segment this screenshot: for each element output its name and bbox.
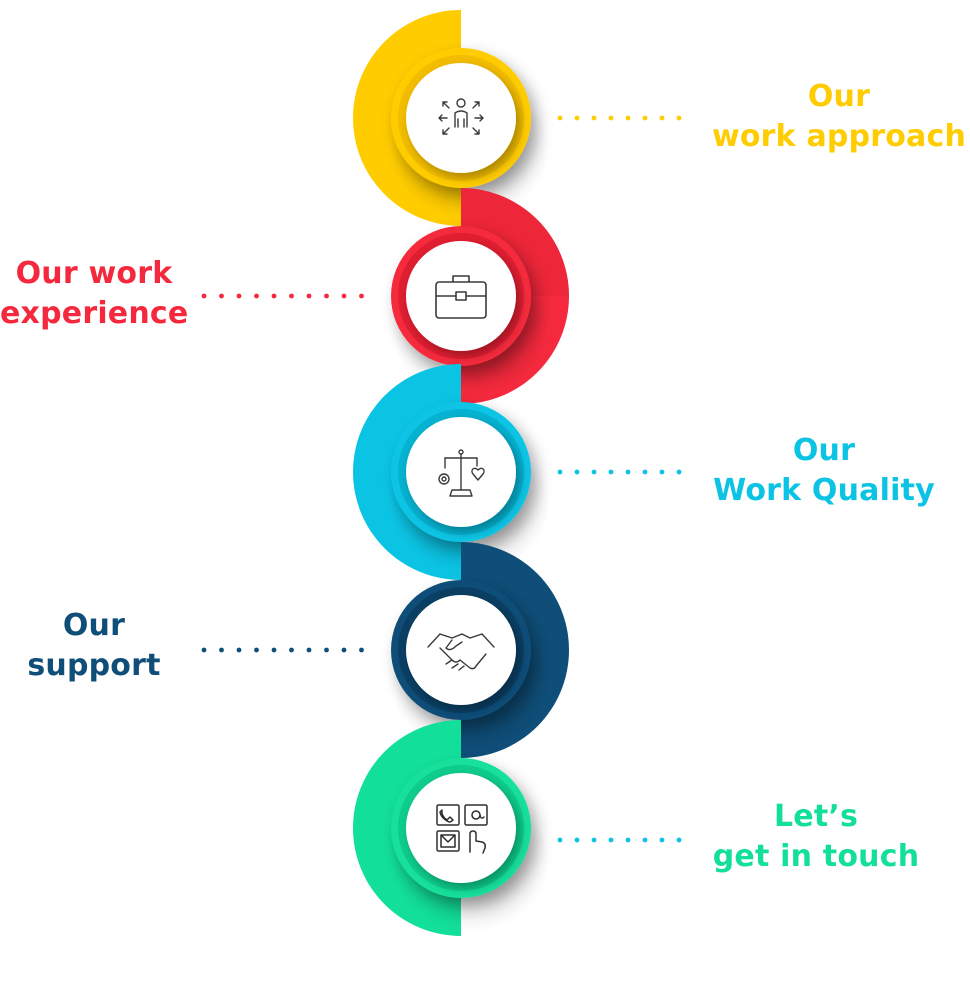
handshake-icon	[427, 633, 495, 671]
connector-dot	[359, 647, 364, 653]
step-3-label-line-1: Our	[792, 433, 856, 468]
person-arrows-icon	[438, 98, 484, 135]
connector-dot	[236, 647, 242, 653]
connector-dot	[608, 469, 614, 475]
connector-dot	[574, 115, 580, 121]
step-4-label-line-2: support	[27, 648, 161, 683]
connector-1	[557, 115, 682, 121]
step-4-label: Our support	[20, 606, 168, 686]
step-4	[390, 542, 569, 758]
connector-dot	[289, 293, 294, 299]
briefcase-icon	[435, 275, 487, 319]
connector-dot	[574, 469, 580, 475]
step-2-label-line-1: Our work	[15, 256, 173, 291]
step-3	[353, 364, 550, 580]
connector-dot	[642, 115, 648, 121]
connector-dot	[659, 837, 665, 843]
connector-dot	[574, 837, 580, 843]
step-5-label-line-2: get in touch	[712, 839, 920, 874]
step-3-label-line-2: Work Quality	[713, 473, 935, 508]
connector-dot	[306, 647, 312, 653]
step-4-label-line-1: Our	[62, 608, 126, 643]
connector-dot	[676, 837, 682, 843]
connector-dot	[341, 647, 347, 653]
step-2	[390, 188, 569, 404]
connector-3	[557, 469, 682, 475]
connector-dot	[324, 293, 329, 299]
connector-dot	[625, 837, 631, 843]
connector-dot	[625, 469, 631, 475]
connector-dot	[625, 115, 631, 121]
connector-dot	[271, 293, 277, 299]
step-5-label-line-1: Let’s	[773, 799, 859, 834]
connector-dot	[201, 293, 207, 299]
connector-dot	[289, 647, 294, 653]
connector-5	[557, 837, 682, 843]
connector-4	[201, 647, 364, 653]
connector-dot	[642, 469, 648, 475]
connector-dot	[306, 293, 312, 299]
connector-dot	[591, 115, 597, 121]
connector-dot	[324, 647, 329, 653]
balance-scale-icon	[438, 449, 485, 497]
step-5-label: Let’s get in touch	[706, 797, 926, 877]
step-2-inner-circle	[406, 241, 516, 351]
step-2-label-line-2: experience	[0, 296, 189, 331]
connector-dot	[359, 293, 364, 299]
step-1-label: Our work approach	[710, 77, 968, 157]
step-5	[353, 720, 550, 936]
connector-dot	[201, 647, 207, 653]
connector-dot	[676, 115, 682, 121]
step-1-label-line-2: work approach	[711, 119, 967, 154]
step-1-label-line-1: Our	[807, 79, 871, 114]
connector-dot	[591, 837, 597, 843]
connector-dot	[341, 293, 347, 299]
connector-dot	[271, 647, 277, 653]
step-1-inner-circle	[406, 63, 516, 173]
connector-dot	[591, 469, 597, 475]
connector-dot	[236, 293, 242, 299]
connector-dot	[642, 837, 648, 843]
connector-dot	[659, 115, 665, 121]
step-3-label: Our Work Quality	[706, 431, 942, 511]
connector-dot	[254, 293, 259, 299]
connector-dot	[219, 647, 224, 653]
connector-dot	[557, 469, 563, 475]
connector-dot	[254, 647, 259, 653]
connector-dot	[676, 469, 682, 475]
step-1	[353, 10, 550, 226]
step-2-label: Our work experience	[0, 254, 188, 334]
step-5-inner-circle	[406, 773, 516, 883]
connector-dot	[608, 115, 614, 121]
connector-2	[201, 293, 364, 299]
connector-dot	[219, 293, 224, 299]
connector-dot	[557, 115, 563, 121]
connector-dot	[557, 837, 563, 843]
connector-dot	[659, 469, 665, 475]
contact-icon	[436, 804, 488, 854]
connector-dot	[608, 837, 614, 843]
step-4-inner-circle	[406, 595, 516, 705]
